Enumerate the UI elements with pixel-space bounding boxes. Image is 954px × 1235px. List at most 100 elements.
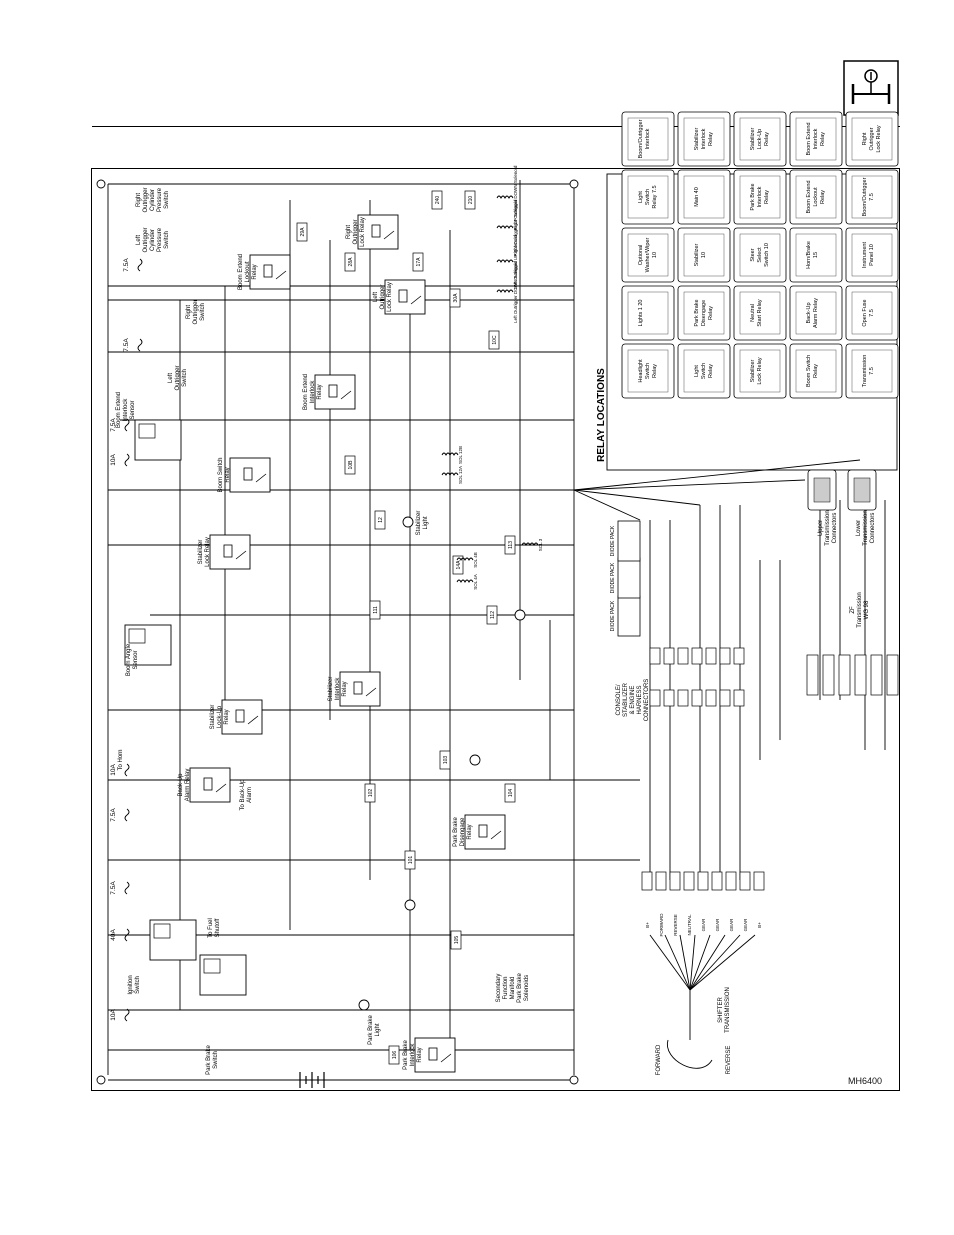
relay-slot-label-line: Back-Up xyxy=(806,302,812,323)
relay-boom-extend-interlock-label-line: Relay xyxy=(317,384,323,399)
console-connector-pin xyxy=(719,647,731,707)
shifter-pin: NEUTRAL xyxy=(683,871,695,936)
relay-slot-label-line: Boom Extend xyxy=(806,180,812,213)
fuse-rating: 7.5A xyxy=(123,258,130,272)
wire-number-text: 101 xyxy=(408,856,414,865)
solenoid-label: Left Outrigger DOWN Solenoid xyxy=(513,261,518,323)
solenoid-coil: Left Outrigger DOWN Solenoid xyxy=(496,261,518,323)
solenoid-coil: Right Outrigger DOWN Solenoid xyxy=(496,165,518,230)
shifter-pin-label: GEAR xyxy=(715,918,720,932)
fuse-symbol: 10A xyxy=(110,1009,130,1022)
secondary-manifold-label-line: Park Brake xyxy=(517,973,523,1003)
relay-slot-label-line: Interlock xyxy=(645,128,651,149)
relay-slot-label-line: Lock Relay xyxy=(757,357,763,384)
relay-slot-label-line: Switch xyxy=(701,363,707,379)
solenoid-label: SOL 4A xyxy=(473,574,478,590)
fuse-symbol: 7.5A xyxy=(110,418,130,432)
wire-number-text: 29A xyxy=(300,227,306,237)
relay-locations-heading: RELAY LOCATIONS xyxy=(596,368,607,462)
relay-slot-label-line: Light xyxy=(638,191,644,203)
solenoid-coil: SOL 4A xyxy=(456,574,478,590)
lower-connectors-label-line: Transmission xyxy=(863,510,869,545)
wire-number-text: 113 xyxy=(508,541,514,549)
relay-stabilizer-interlock-label-line: Relay xyxy=(342,681,348,696)
console-connectors-label-line: CONSOLE/ xyxy=(616,684,622,715)
shifter-pin: FORWARD xyxy=(655,871,667,937)
relay-slot-label-line: Stabilizer xyxy=(694,128,700,151)
boom-angle-sensor-label-line: Boom Angle xyxy=(126,643,132,676)
relay-slot-label-line: Relay xyxy=(820,190,826,204)
zf-connector-pin xyxy=(870,654,883,696)
wire-number-text: 10B xyxy=(348,460,354,470)
lower-connectors-label-line: Lower xyxy=(856,520,862,536)
wire-number-text: 28A xyxy=(348,257,354,267)
solenoid-coil: SOL 3 xyxy=(521,538,543,551)
relay-slot-label-line: Panel 10 xyxy=(869,244,875,266)
lower-connectors-label-line: Connectors xyxy=(870,513,876,544)
shifter-pin: GEAR xyxy=(739,871,751,931)
console-connector-pin xyxy=(677,647,689,707)
relay-slot-label-line: Steer xyxy=(750,248,756,261)
relay-slot-label-line: Relay xyxy=(708,364,714,378)
right-pressure-switch-label-line: Switch xyxy=(164,191,170,209)
left-pressure-switch-label-line: Switch xyxy=(164,231,170,249)
relay-slot-label-line: 15 xyxy=(813,252,819,258)
relay-slot-label-line: Switch xyxy=(645,363,651,379)
solenoid-coil: Right Outrigger UP Solenoid xyxy=(496,199,518,256)
relay-park-brake-interlock-label-line: Park Brake xyxy=(403,1040,409,1070)
boom-extend-interlock-sensor-label-line: Boom Extend xyxy=(116,392,122,428)
relay-slot-label-line: Lock-Up xyxy=(757,129,763,149)
right-outrigger-switch-label-line: Switch xyxy=(200,303,206,321)
console-connector-pin xyxy=(705,647,717,707)
zf-transmission-label-line: WG 98 xyxy=(864,600,870,619)
console-connector-pin xyxy=(649,647,661,707)
relay-slot-label-line: Optional xyxy=(638,245,644,266)
forward-label: FORWARD xyxy=(656,1044,662,1075)
boom-extend-interlock-sensor-label-line: Interlock xyxy=(123,398,129,422)
figure-code: MH6400 xyxy=(848,1076,883,1086)
relay-left-outrigger-lock-label-line: Left xyxy=(373,292,379,302)
relay-slot-label-line: Relay xyxy=(813,364,819,378)
diode-pack-label: DIODE PACK xyxy=(610,562,616,593)
fuse-symbol: 7.5A xyxy=(110,808,130,822)
left-pressure-switch-label-line: Outrigger xyxy=(143,227,149,252)
relay-left-outrigger-lock-label-line: Lock Relay xyxy=(387,282,393,312)
secondary-manifold-label-line: Function xyxy=(503,976,509,999)
console-connectors-label-line: STABILIZER xyxy=(623,682,629,717)
relay-slot-label: Main 40 xyxy=(694,187,700,207)
relay-stabilizer-lockup-label-line: Stabilizer xyxy=(210,705,216,730)
relay-slot-label-line: Lock Relay xyxy=(876,125,882,152)
wire-number-tag: 17A xyxy=(412,252,424,272)
left-pressure-switch-label-line: Cylinder xyxy=(150,229,156,251)
shifter-pin-label: FORWARD xyxy=(659,913,664,937)
left-pressure-switch-label-line: Left xyxy=(136,235,142,245)
right-pressure-switch-label-line: Outrigger xyxy=(143,187,149,212)
park-brake-light-label-line: Park Brake xyxy=(368,1015,374,1045)
battery-symbol xyxy=(299,1072,325,1088)
fuse-rating: 7.5A xyxy=(110,881,117,895)
relay-right-outrigger-lock-label-line: Outrigger xyxy=(353,219,359,244)
shifter-pin-label: GEAR xyxy=(701,918,706,932)
diode-pack: DIODE PACK xyxy=(610,557,641,599)
fuse-rating: 40A xyxy=(110,929,117,941)
relay-slot-label-line: Stabilizer xyxy=(750,360,756,383)
